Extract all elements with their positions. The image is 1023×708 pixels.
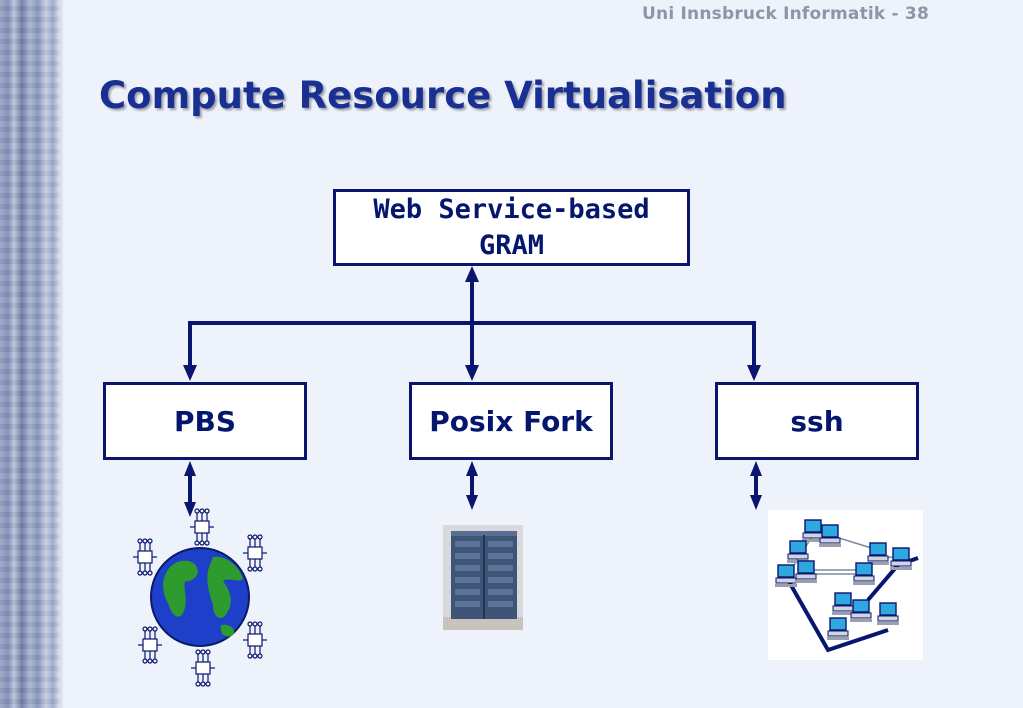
ssh-box-label: ssh — [790, 404, 844, 438]
arrowhead-down-pbs — [183, 365, 197, 381]
pbs-box: PBS — [103, 382, 307, 460]
server-rack-icon — [443, 525, 523, 630]
distribution-bus — [188, 321, 756, 368]
left-decorative-stripe — [0, 0, 60, 708]
arrowhead-down-fork — [465, 365, 479, 381]
posix-fork-box: Posix Fork — [409, 382, 613, 460]
networked-computers-icon — [768, 510, 923, 660]
ssh-box: ssh — [715, 382, 919, 460]
gram-box: Web Service-based GRAM — [333, 189, 690, 266]
gram-box-line2: GRAM — [478, 229, 545, 261]
stripe-edge — [60, 0, 64, 708]
slide-title: Compute Resource Virtualisation — [99, 74, 787, 117]
globe-with-cluster-nodes-icon — [132, 508, 268, 687]
arrowhead-up-gram — [465, 266, 479, 282]
pbs-box-label: PBS — [173, 404, 237, 438]
posix-fork-box-label: Posix Fork — [429, 404, 593, 438]
gram-box-line1: Web Service-based — [373, 193, 650, 225]
arrowhead-down-ssh — [747, 365, 761, 381]
slide-header-text: Uni Innsbruck Informatik - 38 — [642, 4, 929, 24]
